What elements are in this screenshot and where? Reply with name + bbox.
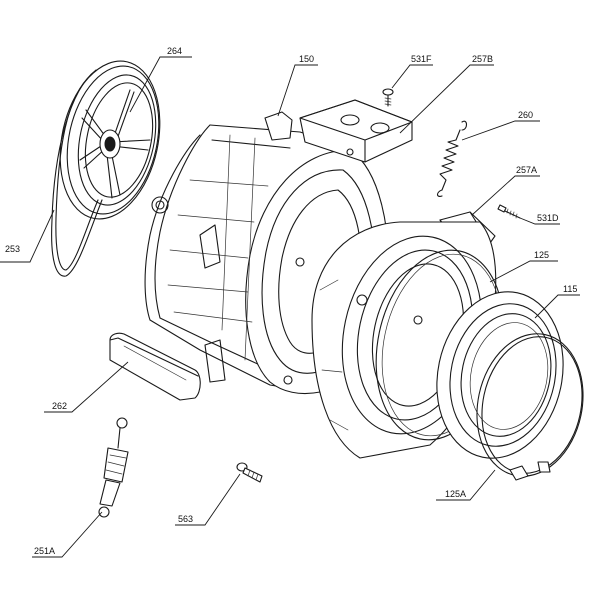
leader-257b xyxy=(399,64,494,134)
callout-251a: 251A xyxy=(34,546,55,556)
leader-563 xyxy=(175,473,241,526)
leader-257a xyxy=(471,175,540,216)
callout-264: 264 xyxy=(167,46,182,56)
callout-115: 115 xyxy=(563,284,577,294)
leader-260 xyxy=(461,120,540,141)
leader-251a xyxy=(32,511,103,558)
leader-125a xyxy=(436,469,496,501)
top-counterweight xyxy=(299,99,413,163)
callout-257a: 257A xyxy=(516,165,537,175)
leader-115 xyxy=(534,294,580,319)
leader-531f xyxy=(391,64,433,89)
damper-pin xyxy=(236,462,263,483)
callout-531f: 531F xyxy=(411,54,432,64)
leader-253 xyxy=(0,209,55,263)
leader-125 xyxy=(489,260,558,283)
suspension-spring xyxy=(436,120,468,197)
callout-563: 563 xyxy=(178,514,193,524)
drive-belt xyxy=(51,69,103,277)
callout-260: 260 xyxy=(518,110,533,120)
callout-253: 253 xyxy=(5,244,20,254)
callout-531d: 531D xyxy=(537,213,559,223)
leader-531d xyxy=(519,217,560,225)
leader-150 xyxy=(277,64,318,117)
screw-531f xyxy=(382,88,394,107)
callout-150: 150 xyxy=(299,54,314,64)
gasket-clamp xyxy=(476,333,584,481)
callout-262: 262 xyxy=(52,401,67,411)
damper-bracket xyxy=(109,332,201,401)
drum-pulley xyxy=(59,60,161,220)
shock-absorber xyxy=(98,417,129,518)
leader-264 xyxy=(129,56,192,113)
leader-262 xyxy=(44,361,129,413)
callout-labels: 264 150 531F 257B 260 257A 531D 253 125 … xyxy=(5,46,577,556)
callout-125: 125 xyxy=(534,250,549,260)
callout-125a: 125A xyxy=(445,489,466,499)
leader-lines xyxy=(0,56,580,558)
screw-531d xyxy=(497,204,521,219)
callout-257b: 257B xyxy=(472,54,493,64)
